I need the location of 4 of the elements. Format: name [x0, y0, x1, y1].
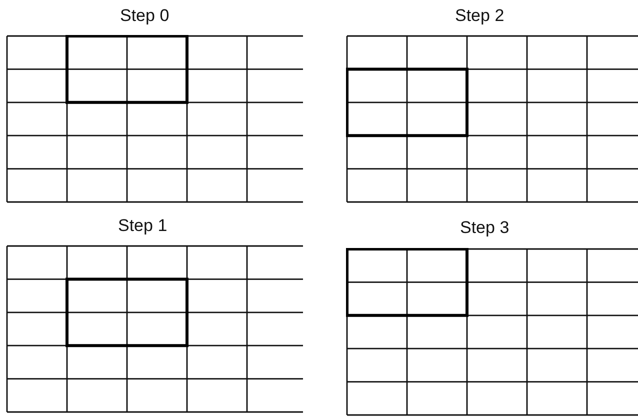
step-title: Step 0 — [120, 6, 170, 26]
step-title: Step 3 — [460, 218, 510, 238]
step-title: Step 1 — [118, 216, 168, 236]
step-title: Step 2 — [455, 6, 504, 26]
